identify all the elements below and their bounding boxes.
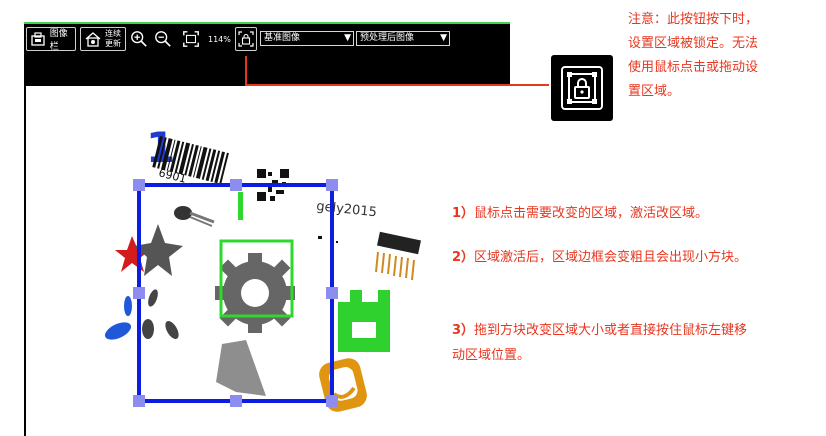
step-3-text: 拖到方块改变区域大小或者直接按住鼠标左键移动区域位置。 [452, 323, 748, 363]
region-lock-enlarged [551, 55, 613, 121]
zoom-out-icon [154, 30, 172, 48]
base-image-select[interactable]: 基准图像 ▼ [260, 31, 354, 46]
handle-top-middle[interactable] [230, 179, 242, 191]
preprocessed-select-value: 预处理后图像 [360, 33, 415, 43]
green-bracket-image [338, 290, 390, 352]
handle-top-left[interactable] [133, 179, 145, 191]
canvas-top-accent [24, 22, 510, 24]
barcode-image [152, 136, 229, 185]
region-lock-button[interactable] [235, 27, 257, 51]
gray-star-image [134, 224, 183, 276]
lock-note: 注意：此按钮按下时，设置区域被锁定。无法使用鼠标点击或拖动设置区域。 [628, 12, 759, 99]
orange-smiley-image [319, 358, 367, 412]
handle-bottom-middle[interactable] [230, 395, 242, 407]
handle-bottom-right[interactable] [326, 395, 338, 407]
handle-top-right[interactable] [326, 179, 338, 191]
continuous-label-line2: 更新 [105, 39, 121, 48]
handle-middle-right[interactable] [326, 287, 338, 299]
led-component-image [174, 206, 215, 227]
image-bar-label: 图像栏 [49, 29, 68, 52]
fit-view-icon [182, 30, 200, 48]
step-2-note: 2）区域激活后，区域边框会变粗且会出现小方块。 [452, 245, 752, 270]
logo-text: gely2015 [316, 199, 378, 220]
pin-header-image [375, 231, 421, 281]
step-2-number: 2） [452, 250, 475, 265]
continuous-update-button[interactable]: 连续 更新 [80, 27, 126, 51]
region-lock-icon [561, 66, 603, 110]
zoom-in-icon [130, 30, 148, 48]
handle-middle-left[interactable] [133, 287, 145, 299]
chevron-down-icon: ▼ [344, 33, 351, 43]
green-marker-line [238, 192, 243, 220]
gray-blob-image [142, 319, 154, 339]
step-3-note: 3）拖到方块改变区域大小或者直接按住鼠标左键移动区域位置。 [452, 318, 752, 368]
zoom-out-button[interactable] [154, 27, 172, 51]
red-star-image [115, 236, 150, 272]
step-1-note: 1）鼠标点击需要改变的区域，激活改区域。 [452, 201, 772, 226]
gray-blob-image [165, 320, 179, 340]
step-1-text: 鼠标点击需要改变的区域，激活改区域。 [474, 206, 709, 221]
image-bar-icon [30, 30, 47, 48]
zoom-level: 114% [208, 34, 231, 44]
blue-blob-image [104, 322, 132, 340]
image-bar-button[interactable]: 图像栏 [26, 27, 76, 52]
continuous-update-icon [84, 30, 102, 48]
gray-shard-image [216, 340, 266, 396]
chevron-down-icon: ▼ [440, 33, 447, 43]
ink-dots [318, 236, 338, 243]
gear-image [215, 253, 295, 333]
continuous-label-line1: 连续 [105, 29, 121, 38]
numeral-mark: 1 [146, 123, 175, 172]
step-1-number: 1） [452, 206, 475, 221]
handle-bottom-left[interactable] [133, 395, 145, 407]
canvas-left-edge [24, 86, 26, 436]
gray-blob-image [148, 289, 158, 307]
base-image-select-value: 基准图像 [264, 33, 301, 43]
blue-blob-image [124, 296, 132, 316]
image-toolbar: 图像栏 连续 更新 114% 基准图像 ▼ 预处理后图像 ▼ [24, 24, 510, 54]
inner-region[interactable] [219, 239, 294, 318]
preprocessed-image-select[interactable]: 预处理后图像 ▼ [356, 31, 450, 46]
region-lock-icon [237, 30, 255, 48]
fit-view-button[interactable] [182, 27, 200, 51]
toolbar-lower-band [24, 54, 510, 86]
zoom-in-button[interactable] [130, 27, 148, 51]
step-3-number: 3） [452, 323, 475, 338]
region-handles[interactable] [133, 179, 338, 407]
callout-line [245, 56, 549, 86]
step-2-text: 区域激活后，区域边框会变粗且会出现小方块。 [474, 250, 748, 265]
